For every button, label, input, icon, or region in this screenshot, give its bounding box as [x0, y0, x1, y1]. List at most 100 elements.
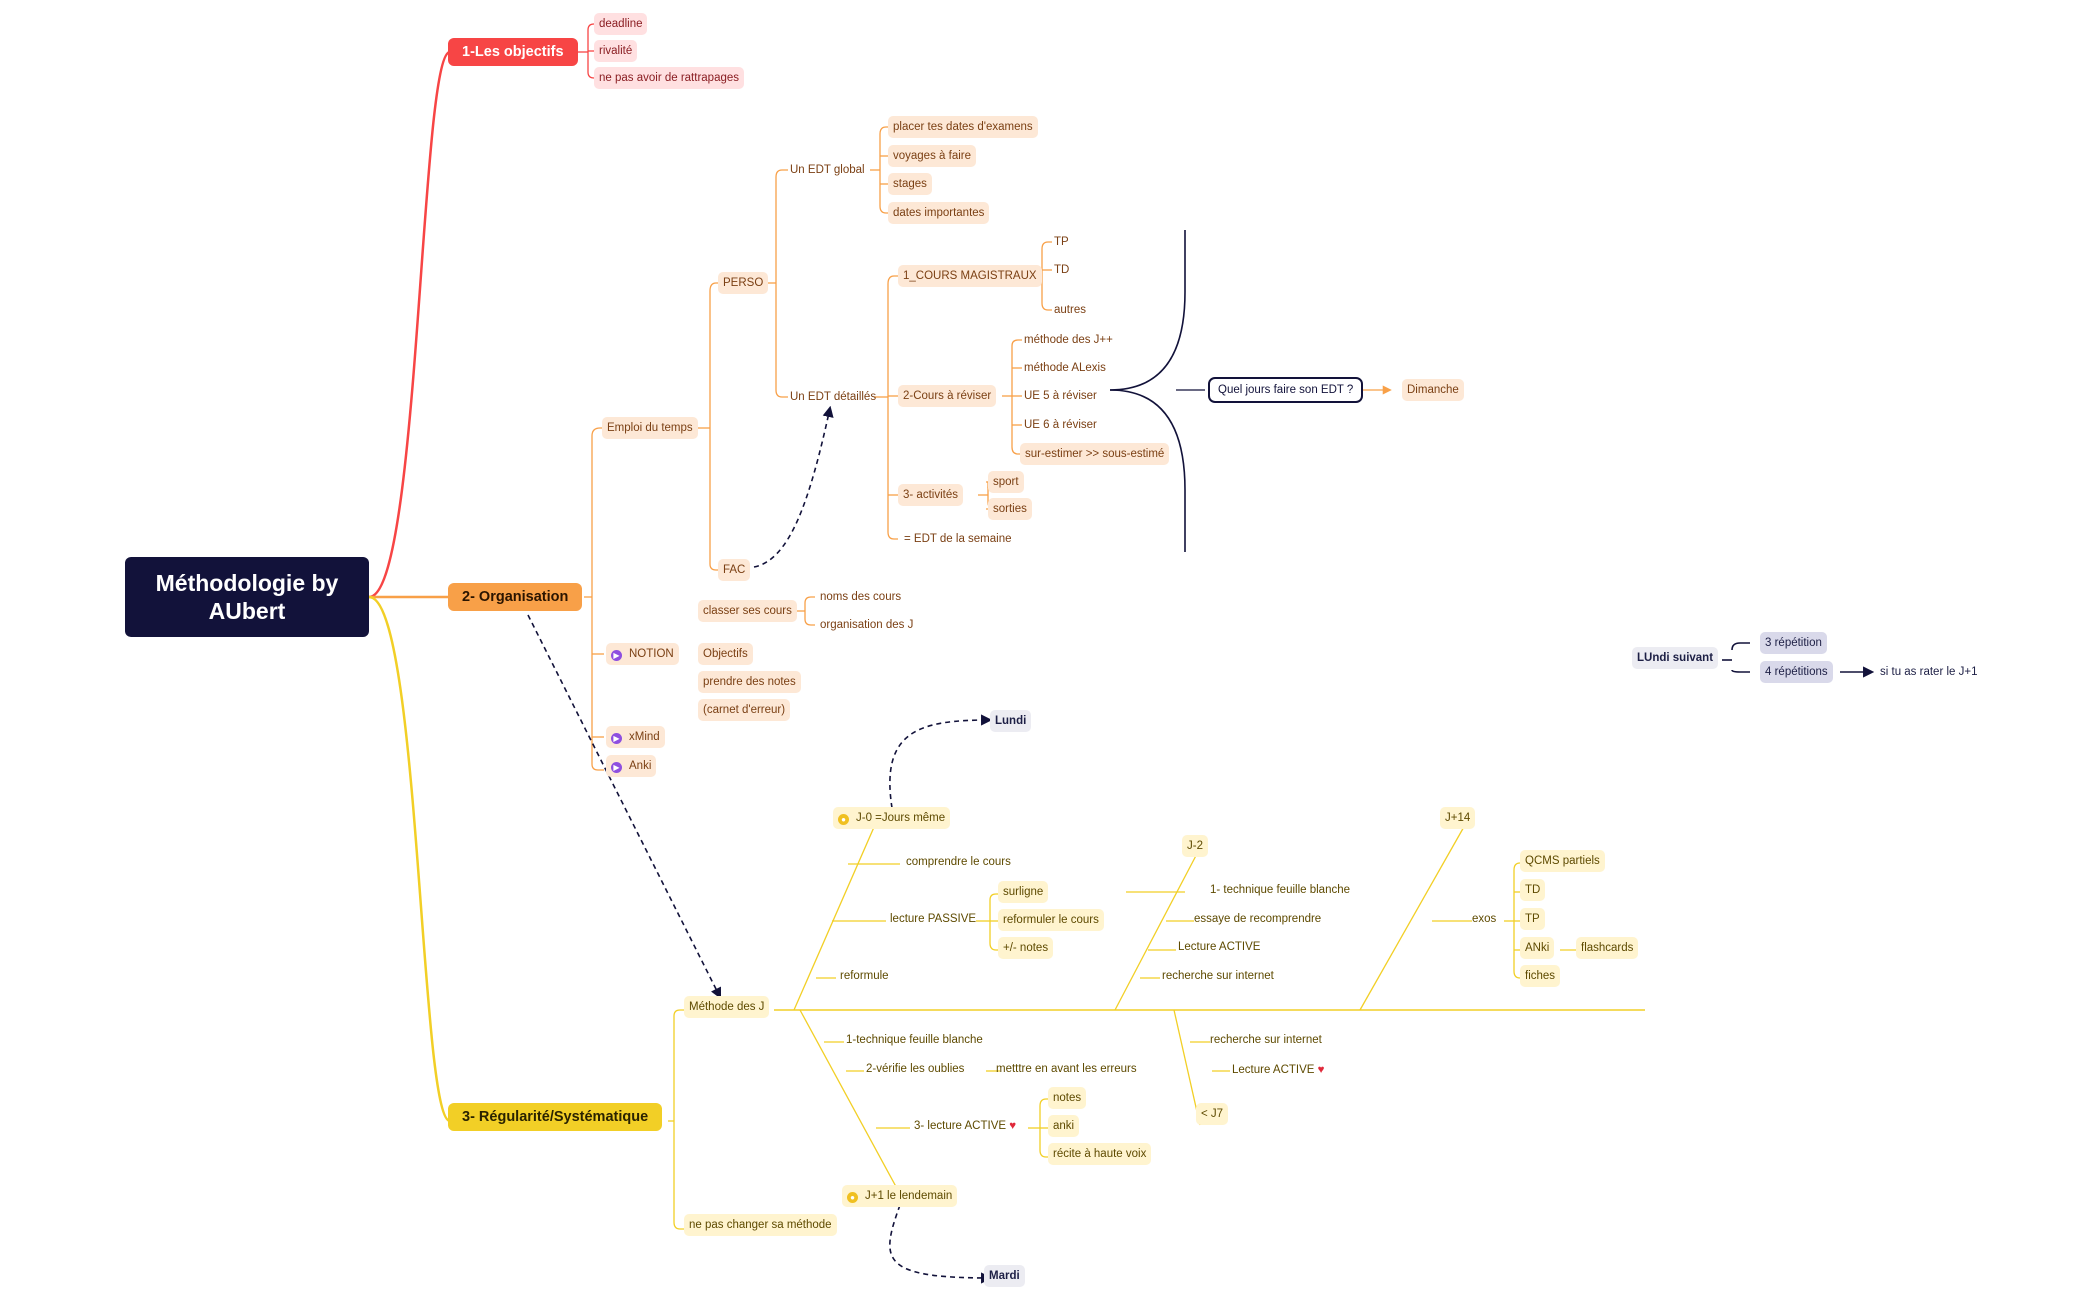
edt-global-item[interactable]: dates importantes [888, 202, 990, 224]
anki-label: Anki [629, 760, 652, 772]
node-quel-jours[interactable]: Quel jours faire son EDT ? [1208, 377, 1364, 403]
cours-reviser-item[interactable]: UE 5 à réviser [1024, 390, 1097, 402]
marker-yellow-icon: ● [847, 1192, 858, 1203]
j2-item[interactable]: 1- technique feuille blanche [1210, 884, 1351, 896]
classer-item[interactable]: organisation des J [820, 619, 914, 631]
node-verifie-oublies[interactable]: 2-vérifie les oublies [866, 1063, 965, 1075]
xmind-label: xMind [629, 731, 660, 743]
objectif-item[interactable]: deadline [594, 13, 648, 35]
node-mardi[interactable]: Mardi [984, 1265, 1025, 1287]
node-j7[interactable]: < J7 [1196, 1103, 1229, 1125]
root-title-line2: AUbert [208, 598, 286, 624]
branch-regularite[interactable]: 3- Régularité/Systématique [448, 1103, 663, 1131]
node-lundi-suivant[interactable]: LUndi suivant [1632, 647, 1719, 669]
node-comprendre[interactable]: comprendre le cours [906, 856, 1011, 868]
node-lundi[interactable]: Lundi [990, 710, 1032, 732]
node-j2[interactable]: J-2 [1182, 835, 1208, 857]
lecture-active-item[interactable]: récite à haute voix [1048, 1143, 1152, 1165]
node-xmind[interactable]: ▶ xMind [606, 726, 665, 748]
node-edt-semaine[interactable]: = EDT de la semaine [904, 533, 1012, 545]
exos-item[interactable]: TD [1520, 879, 1546, 901]
lecture-passive-item[interactable]: reformuler le cours [998, 909, 1104, 931]
node-notion[interactable]: ▶ NOTION [606, 643, 679, 665]
link-j0-lundi [889, 714, 993, 809]
cours-magistraux-item[interactable]: TP [1054, 236, 1069, 248]
edt-global-item[interactable]: placer tes dates d'examens [888, 116, 1038, 138]
node-flashcards[interactable]: flashcards [1576, 937, 1639, 959]
edt-global-item[interactable]: voyages à faire [888, 145, 976, 167]
classer-item[interactable]: noms des cours [820, 591, 902, 603]
link-regularite [368, 595, 451, 1123]
j2-item[interactable]: recherche sur internet [1162, 970, 1274, 982]
lecture-passive-item[interactable]: +/- notes [998, 937, 1054, 959]
lecture-active-item[interactable]: notes [1048, 1087, 1087, 1109]
marker-purple-icon: ▶ [611, 733, 622, 744]
notion-item[interactable]: prendre des notes [698, 671, 801, 693]
j7-item[interactable]: recherche sur internet [1210, 1034, 1322, 1046]
heart-icon: ♥ [1009, 1120, 1017, 1132]
j0-label: J-0 =Jours même [856, 812, 946, 824]
notion-item[interactable]: (carnet d'erreur) [698, 699, 791, 721]
cours-magistraux-item[interactable]: TD [1054, 264, 1070, 276]
objectif-item[interactable]: ne pas avoir de rattrapages [594, 67, 745, 89]
exos-item[interactable]: fiches [1520, 965, 1561, 987]
node-methode-j[interactable]: Méthode des J [684, 996, 770, 1018]
node-rater-j1[interactable]: si tu as rater le J+1 [1880, 666, 1978, 678]
j7-item-lecture-active[interactable]: Lecture ACTIVE ♥ [1232, 1062, 1325, 1078]
j7-lecture-label: Lecture ACTIVE [1232, 1064, 1315, 1076]
lecture-passive-item[interactable]: surligne [998, 881, 1049, 903]
node-edt-global[interactable]: Un EDT global [790, 164, 865, 176]
node-classer-cours[interactable]: classer ses cours [698, 600, 797, 622]
cours-reviser-item[interactable]: méthode des J++ [1024, 334, 1113, 346]
node-ne-pas-changer[interactable]: ne pas changer sa méthode [684, 1214, 837, 1236]
activite-item[interactable]: sport [988, 471, 1024, 493]
branch-organisation[interactable]: 2- Organisation [448, 583, 583, 611]
node-cours-magistraux[interactable]: 1_COURS MAGISTRAUX [898, 265, 1042, 287]
cours-reviser-item[interactable]: UE 6 à réviser [1024, 419, 1097, 431]
edt-global-item[interactable]: stages [888, 173, 932, 195]
node-lecture-passive[interactable]: lecture PASSIVE [890, 913, 977, 925]
node-4-repetitions[interactable]: 4 répétitions [1760, 661, 1833, 683]
link-objectifs [368, 50, 451, 599]
node-fac[interactable]: FAC [718, 559, 751, 581]
exos-item[interactable]: ANki [1520, 937, 1555, 959]
lecture-active-item[interactable]: anki [1048, 1115, 1080, 1137]
node-emploi-du-temps[interactable]: Emploi du temps [602, 417, 698, 439]
node-cours-reviser[interactable]: 2-Cours à réviser [898, 385, 997, 407]
node-j14[interactable]: J+14 [1440, 807, 1476, 829]
j2-item[interactable]: essaye de recomprendre [1194, 913, 1322, 925]
node-lecture-active[interactable]: 3- lecture ACTIVE ♥ [914, 1118, 1016, 1134]
node-technique-feuille[interactable]: 1-technique feuille blanche [846, 1034, 983, 1046]
j1-label: J+1 le lendemain [865, 1190, 953, 1202]
exos-item[interactable]: TP [1520, 908, 1545, 930]
node-reformule[interactable]: reformule [840, 970, 889, 982]
branch-objectifs[interactable]: 1-Les objectifs [448, 38, 578, 66]
node-activites[interactable]: 3- activités [898, 484, 963, 506]
node-dimanche[interactable]: Dimanche [1402, 379, 1464, 401]
node-exos[interactable]: exos [1472, 913, 1497, 925]
marker-purple-icon: ▶ [611, 762, 622, 773]
notion-item[interactable]: Objectifs [698, 643, 753, 665]
node-3-repetition[interactable]: 3 répétition [1760, 632, 1827, 654]
link-organisation-methode [527, 614, 722, 1000]
objectif-item[interactable]: rivalité [594, 40, 638, 62]
cours-reviser-item[interactable]: méthode ALexis [1024, 362, 1106, 374]
cours-magistraux-item[interactable]: autres [1054, 304, 1086, 316]
cours-reviser-item[interactable]: sur-estimer >> sous-estimé [1020, 443, 1170, 465]
node-perso[interactable]: PERSO [718, 272, 769, 294]
notion-label: NOTION [629, 648, 674, 660]
j2-item[interactable]: Lecture ACTIVE [1178, 941, 1261, 953]
lecture-active-label: 3- lecture ACTIVE [914, 1120, 1007, 1132]
exos-item[interactable]: QCMS partiels [1520, 850, 1605, 872]
node-mettre-avant-erreurs[interactable]: metttre en avant les erreurs [996, 1063, 1137, 1075]
node-j1[interactable]: ● J+1 le lendemain [842, 1185, 958, 1207]
node-anki[interactable]: ▶ Anki [606, 755, 657, 777]
root-title-line1: Méthodologie by [155, 570, 339, 596]
node-j0[interactable]: ● J-0 =Jours même [833, 807, 951, 829]
node-edt-detaille[interactable]: Un EDT détaillés [790, 391, 877, 403]
activite-item[interactable]: sorties [988, 498, 1032, 520]
root-topic[interactable]: Méthodologie by AUbert [125, 557, 369, 637]
marker-yellow-icon: ● [838, 814, 849, 825]
marker-purple-icon: ▶ [611, 650, 622, 661]
